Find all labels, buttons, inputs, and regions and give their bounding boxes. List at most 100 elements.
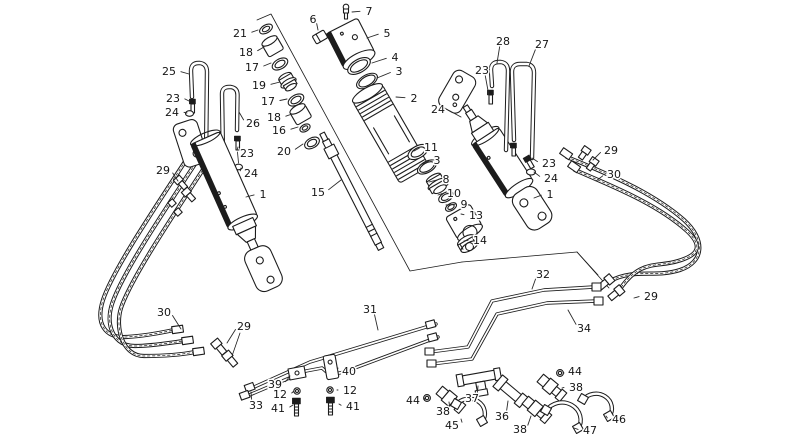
part-number-30: 30: [157, 306, 171, 319]
right-mounting-bracket: [438, 69, 477, 114]
leader-line: [528, 47, 537, 67]
connector-36: [492, 374, 529, 409]
part-number-29: 29: [644, 290, 658, 303]
part-number-44: 44: [568, 365, 582, 378]
leader-line: [573, 427, 579, 430]
part-number-3: 3: [434, 154, 441, 167]
exploded-gland-stack: [259, 23, 320, 150]
leader-line: [460, 213, 465, 216]
leader-line: [238, 111, 245, 121]
part-number-5: 5: [384, 27, 391, 40]
leader-line: [460, 418, 463, 423]
part-number-29: 29: [604, 144, 618, 157]
leader-line: [371, 57, 387, 64]
leader-line: [183, 111, 188, 114]
leader-line: [289, 404, 294, 408]
part-number-32: 32: [536, 268, 550, 281]
leader-line: [257, 46, 265, 52]
leader-line: [531, 157, 538, 163]
leader-line: [172, 172, 179, 182]
pipe-clamp-39: [287, 365, 307, 417]
reference-frame-lines: [231, 13, 610, 357]
leader-line: [592, 151, 601, 161]
leader-line: [633, 296, 640, 299]
leader-line: [595, 175, 604, 182]
compression-fittings-lower-left: [210, 337, 239, 368]
part-number-10: 10: [447, 187, 461, 200]
leader-line: [328, 179, 342, 191]
leader-line: [279, 98, 288, 101]
leader-line: [285, 113, 293, 117]
fitting-38-c: [536, 373, 568, 403]
leader-line: [184, 98, 190, 102]
leader-line: [263, 62, 272, 67]
piston-rod: [319, 131, 385, 251]
part-number-23: 23: [475, 64, 489, 77]
leader-line: [496, 45, 501, 64]
fitting-38-b: [521, 395, 553, 425]
part-number-17: 17: [245, 61, 259, 74]
leader-line: [270, 81, 281, 85]
leader-line: [463, 239, 469, 242]
part-number-23: 23: [542, 157, 556, 170]
hose-guard-45: [449, 396, 489, 428]
part-number-38: 38: [436, 405, 450, 418]
part-number-4: 4: [392, 51, 399, 64]
part-number-12: 12: [343, 384, 357, 397]
leader-line: [445, 203, 456, 206]
part-number-24: 24: [244, 167, 258, 180]
part-number-47: 47: [583, 424, 597, 437]
part-number-19: 19: [252, 79, 266, 92]
left-cylinder: [189, 129, 283, 293]
leader-line: [316, 23, 319, 31]
part-number-2: 2: [411, 92, 418, 105]
part-number-8: 8: [443, 173, 450, 186]
leader-line: [413, 147, 420, 152]
part-number-29: 29: [156, 164, 170, 177]
right-hoses: [559, 145, 702, 302]
leader-line: [294, 143, 304, 150]
leader-line: [476, 385, 479, 394]
grease-bolt-7: [342, 3, 350, 20]
part-number-18: 18: [239, 46, 253, 59]
pipe-clamp-40: [322, 353, 340, 416]
leader-line: [605, 415, 608, 419]
part-number-20: 20: [277, 145, 291, 158]
part-number-12: 12: [273, 388, 287, 401]
part-number-17: 17: [261, 95, 275, 108]
leader-line: [437, 193, 443, 196]
part-number-23: 23: [240, 147, 254, 160]
leader-line: [180, 71, 190, 75]
part-number-24: 24: [165, 106, 179, 119]
leader-line: [533, 171, 541, 177]
part-number-26: 26: [246, 117, 260, 130]
part-number-27: 27: [535, 38, 549, 51]
part-number-15: 15: [311, 186, 325, 199]
leader-line: [395, 96, 406, 99]
u-pipe-27: [509, 61, 537, 176]
leader-line: [376, 72, 391, 79]
hose-guard-46: [576, 391, 616, 423]
leader-line: [373, 313, 379, 331]
leader-line: [336, 367, 339, 371]
part-number-46: 46: [612, 413, 626, 426]
leader-line: [423, 397, 426, 400]
leader-line: [533, 194, 542, 199]
left-hoses: [98, 145, 211, 359]
part-number-38: 38: [513, 423, 527, 436]
leader-line: [448, 110, 462, 118]
leader-line: [338, 403, 342, 406]
washer-44-right: [556, 369, 564, 377]
part-number-44: 44: [406, 394, 420, 407]
leader-line: [251, 29, 259, 33]
part-number-14: 14: [473, 234, 487, 247]
part-number-21: 21: [233, 27, 247, 40]
leader-line: [506, 400, 509, 412]
leader-line: [484, 74, 490, 97]
part-number-24: 24: [544, 172, 558, 185]
steel-pipe-32-34: [424, 282, 604, 368]
part-number-3: 3: [396, 65, 403, 78]
leader-line: [226, 329, 236, 344]
